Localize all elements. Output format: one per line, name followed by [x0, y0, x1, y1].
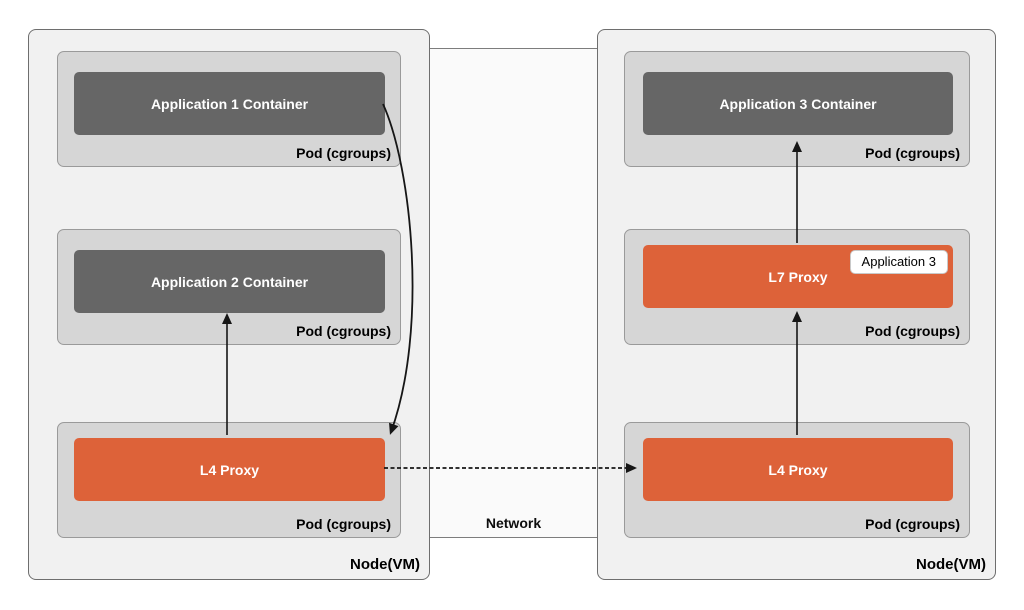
pod-l7-proxy: L7 Proxy Application 3 Pod (cgroups) — [624, 229, 970, 345]
pod-label: Pod (cgroups) — [865, 323, 960, 339]
pod-application-1: Application 1 Container Pod (cgroups) — [57, 51, 401, 167]
l7-proxy-label: L7 Proxy — [768, 268, 828, 285]
network-label: Network — [485, 515, 542, 531]
node-left: Application 1 Container Pod (cgroups) Ap… — [28, 29, 430, 580]
pod-label: Pod (cgroups) — [865, 145, 960, 161]
pod-l4-proxy-right: L4 Proxy Pod (cgroups) — [624, 422, 970, 538]
pod-label: Pod (cgroups) — [296, 145, 391, 161]
l4-proxy-right: L4 Proxy — [643, 438, 953, 501]
application-2-container: Application 2 Container — [74, 250, 385, 313]
node-right-label: Node(VM) — [916, 556, 986, 573]
pod-label: Pod (cgroups) — [296, 323, 391, 339]
pod-application-2: Application 2 Container Pod (cgroups) — [57, 229, 401, 345]
application-1-container: Application 1 Container — [74, 72, 385, 135]
pod-l4-proxy-left: L4 Proxy Pod (cgroups) — [57, 422, 401, 538]
pod-label: Pod (cgroups) — [865, 516, 960, 532]
application-3-container: Application 3 Container — [643, 72, 953, 135]
node-left-label: Node(VM) — [350, 556, 420, 573]
network-band: Network — [429, 48, 598, 538]
node-right: Application 3 Container Pod (cgroups) L7… — [597, 29, 996, 580]
pod-application-3: Application 3 Container Pod (cgroups) — [624, 51, 970, 167]
pod-label: Pod (cgroups) — [296, 516, 391, 532]
l4-proxy-left: L4 Proxy — [74, 438, 385, 501]
application-3-badge: Application 3 — [849, 250, 948, 274]
l7-proxy: L7 Proxy Application 3 — [643, 245, 953, 308]
